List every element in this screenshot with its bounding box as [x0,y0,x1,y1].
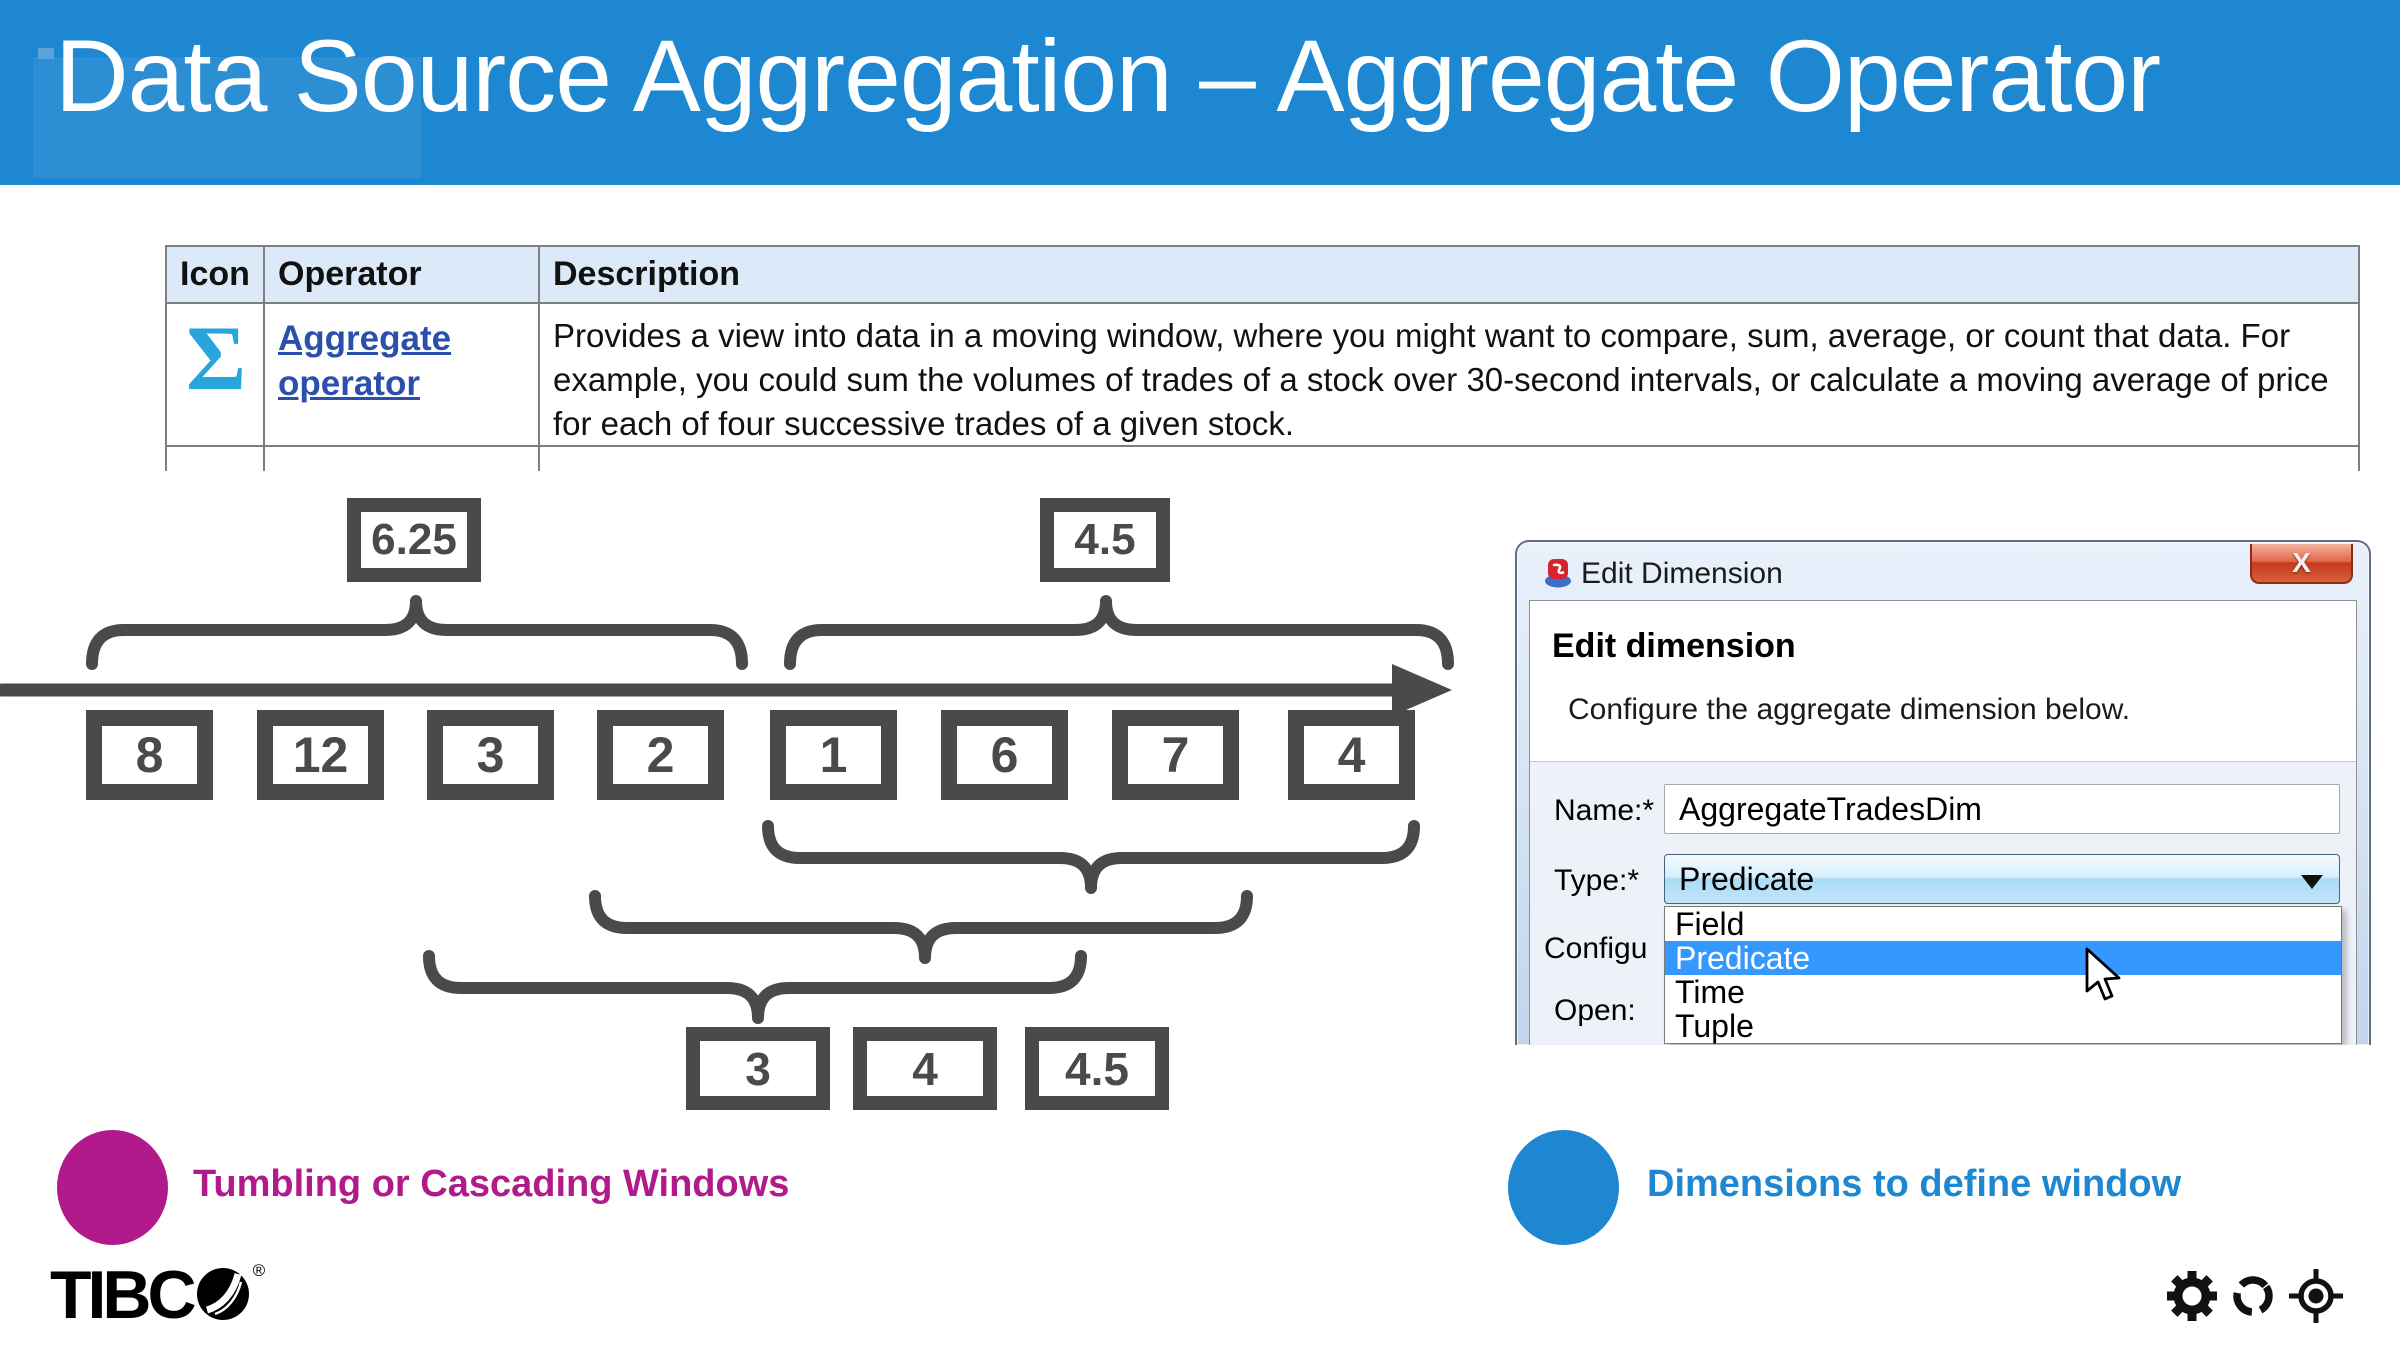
name-field[interactable]: AggregateTradesDim [1664,784,2340,834]
option-time[interactable]: Time [1675,974,1745,1010]
tibco-logo-o-swoosh [196,1268,249,1320]
mouse-cursor-icon [2085,947,2121,1001]
chevron-down-icon [2301,875,2323,889]
tibco-logo: TIBC ® [50,1257,266,1333]
loop-icon[interactable] [2230,1271,2276,1321]
type-label: Type:* [1554,864,1640,897]
window-average-box: 6.25 [347,498,481,582]
stream-value-box: 1 [770,710,897,800]
dialog-form: Name:* AggregateTradesDim Type:* Predica… [1530,761,2356,1045]
option-field[interactable]: Field [1675,906,1745,942]
dialog-subheading: Configure the aggregate dimension below. [1568,693,2131,726]
dialog-window: Edit Dimension X Edit dimension Configur… [1515,540,2371,1045]
window-average-box: 4.5 [1040,498,1170,582]
stream-value-box: 7 [1112,710,1239,800]
configure-groupbox-label: Configu [1544,932,1648,965]
table-header-row: Icon Operator Description [167,247,2358,304]
legend-label-dimensions: Dimensions to define window [1647,1163,2182,1205]
underbrace-window-3 [762,820,1420,894]
operator-table: Icon Operator Description Σ Aggregate op… [165,245,2360,471]
name-label: Name:* [1554,794,1655,827]
overbrace-left-window [86,595,748,670]
dialog-body: Edit dimension Configure the aggregate d… [1529,600,2357,1045]
edit-dimension-dialog: Edit Dimension X Edit dimension Configur… [1515,540,2371,1045]
open-label: Open: [1554,994,1636,1027]
page-title: Data Source Aggregation – Aggregate Oper… [55,19,2161,133]
underbrace-window-1 [423,950,1087,1024]
operator-description: Provides a view into data in a moving wi… [553,317,2329,442]
legend-label-tumbling: Tumbling or Cascading Windows [193,1163,790,1205]
header-highlight-artifact [33,57,421,178]
stream-value-box: 3 [427,710,554,800]
table-row-clipped [167,447,2358,471]
type-options-list: Field Predicate Time Tuple [1664,906,2342,1044]
type-dropdown-value: Predicate [1679,860,1815,897]
stream-value-box: 6 [941,710,1068,800]
stream-value-box: 12 [257,710,384,800]
aggregate-operator-link[interactable]: Aggregate operator [278,319,452,403]
column-header-description: Description [553,255,741,293]
header-banner: Data Source Aggregation – Aggregate Oper… [0,0,2400,185]
close-icon[interactable]: X [2250,544,2353,584]
stream-value-box: 4 [1288,710,1415,800]
option-tuple[interactable]: Tuple [1675,1008,1754,1044]
dialog-heading: Edit dimension [1552,627,1796,665]
legend-bullet-tumbling [57,1130,168,1245]
tibco-logo-text: TIBC [50,1257,197,1333]
overbrace-right-window [784,595,1454,670]
type-dropdown[interactable]: Predicate [1664,854,2340,904]
option-predicate[interactable]: Predicate [1665,941,2341,975]
dialog-title: Edit Dimension [1581,557,1783,590]
timeline-arrow-head [1392,664,1452,716]
column-header-icon: Icon [167,247,265,302]
window-result-box: 4 [853,1027,997,1110]
viewer-controls [2166,1268,2344,1324]
column-header-operator: Operator [265,247,540,302]
crosshair-icon[interactable] [2288,1268,2344,1324]
underbrace-window-2 [589,890,1253,964]
table-row: Σ Aggregate operator Provides a view int… [167,304,2358,447]
stream-value-box: 8 [86,710,213,800]
registered-mark: ® [252,1261,266,1280]
stream-value-box: 2 [597,710,724,800]
streambase-app-icon [1545,559,1571,588]
window-result-box: 3 [686,1027,830,1110]
gear-icon[interactable] [2166,1269,2218,1323]
sigma-icon: Σ [186,307,247,409]
legend-bullet-dimensions [1508,1130,1619,1245]
window-result-box: 4.5 [1025,1027,1169,1110]
header-chip-artifact [38,48,54,59]
